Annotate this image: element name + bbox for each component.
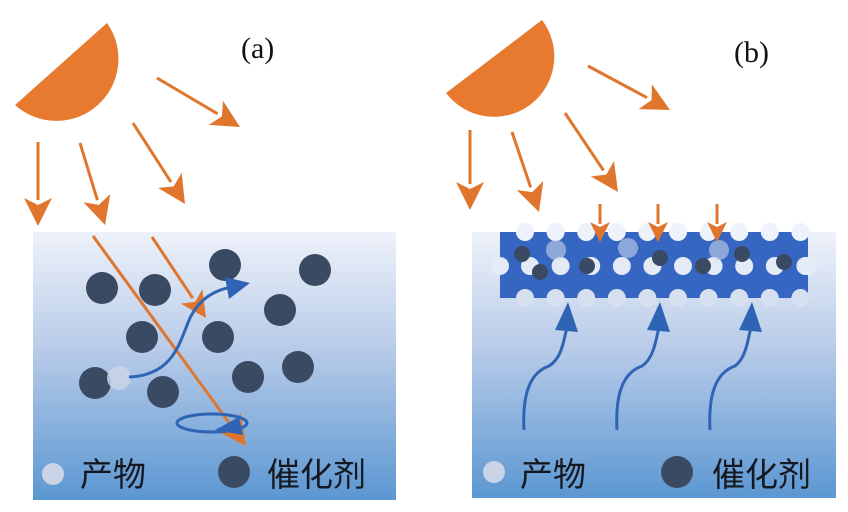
catalyst-particle: [209, 249, 241, 281]
light-ray-arrowhead: [24, 198, 52, 226]
legend-b: 产物 催化剂: [483, 455, 811, 494]
membrane-notch: [491, 257, 509, 275]
legend-product-label: 产物: [80, 455, 146, 494]
membrane-notch: [577, 289, 596, 307]
light-ray-arrowhead: [456, 182, 484, 210]
flow-arrow-head: [555, 302, 578, 332]
membrane-catalyst: [532, 264, 548, 280]
legend-catalyst-swatch: [218, 456, 250, 488]
membrane-notch: [577, 223, 596, 241]
flow-arrows-b: [522, 302, 762, 431]
catalyst-particle: [126, 321, 158, 353]
catalyst-particle: [139, 274, 171, 306]
rotation-arrow: [175, 412, 249, 434]
catalyst-particle: [202, 321, 234, 353]
membrane-pore: [612, 257, 631, 275]
legend-catalyst-label: 催化剂: [267, 455, 366, 494]
membrane-product: [709, 240, 729, 260]
panel-label-b: (b): [734, 36, 769, 69]
light-ray-line: [91, 235, 231, 425]
flow-arrow: [615, 321, 662, 431]
light-ray-line: [78, 142, 99, 201]
membrane-catalyst: [695, 258, 711, 274]
panel-b: (b) 产物 催化剂: [446, 20, 836, 498]
legend-catalyst-label: 催化剂: [712, 455, 811, 494]
membrane-notch: [760, 289, 779, 307]
flow-arrow-head: [647, 302, 670, 332]
membrane-catalyst: [652, 250, 668, 266]
membrane-notch: [669, 223, 687, 241]
flow-arrow-head: [739, 302, 762, 332]
catalyst-particle: [299, 254, 331, 286]
membrane-catalyst: [514, 246, 530, 262]
legend-product-swatch: [483, 461, 505, 483]
light-ray-line: [156, 76, 219, 116]
rotation-arrow-head: [215, 417, 243, 435]
flow-arrow: [522, 321, 570, 431]
light-rays-b: [456, 64, 727, 242]
membrane-notch: [760, 223, 779, 241]
light-ray-line: [510, 131, 533, 188]
diffusion-arrow: [128, 285, 233, 379]
light-ray-arrowhead: [83, 194, 111, 225]
light-ray-arrowhead: [180, 289, 206, 318]
membrane-notch: [669, 289, 687, 307]
light-ray-arrowhead: [208, 100, 240, 127]
legend-product-swatch: [42, 463, 64, 485]
membrane-catalyst: [734, 246, 750, 262]
catalyst-particle: [232, 361, 264, 393]
panel-a: (a) 产物 催化剂: [15, 23, 396, 500]
membrane-notch: [516, 223, 534, 241]
light-ray-arrowhead: [516, 180, 544, 212]
membrane-catalyst: [776, 254, 792, 270]
light-ray-arrowhead: [158, 172, 185, 204]
light-ray-line: [563, 112, 605, 172]
light-ray-line: [587, 64, 648, 100]
membrane-notch: [730, 289, 749, 307]
light-ray-arrowhead: [590, 222, 610, 242]
membrane-notch: [791, 223, 810, 241]
membrane-notch: [799, 257, 817, 275]
membrane-notch: [546, 289, 565, 307]
membrane-notch: [607, 289, 626, 307]
catalyst-particle: [264, 294, 296, 326]
membrane-product: [546, 240, 566, 260]
legend-a: 产物 催化剂: [42, 455, 366, 494]
membrane-pore: [674, 257, 692, 275]
product-particle: [107, 366, 131, 390]
catalyst-particle: [147, 376, 179, 408]
sun-icon: [15, 23, 119, 121]
panel-label-a: (a): [241, 32, 274, 65]
porous-membrane: [491, 223, 817, 307]
sun-icon: [446, 20, 555, 117]
catalyst-particle: [282, 351, 314, 383]
membrane-notch: [607, 223, 626, 241]
legend-product-label: 产物: [520, 455, 586, 494]
light-ray-arrowhead: [590, 160, 618, 192]
membrane-notch: [791, 289, 810, 307]
membrane-notch: [546, 223, 565, 241]
membrane-notch: [699, 289, 718, 307]
light-ray-arrowhead: [707, 222, 727, 242]
membrane-product: [618, 238, 638, 258]
membrane-notch: [638, 289, 657, 307]
membrane-notch: [516, 289, 534, 307]
light-ray-line: [150, 236, 194, 299]
diffusion-arrow-head: [225, 277, 250, 299]
flow-arrow: [708, 321, 754, 431]
light-ray-line: [131, 122, 173, 183]
membrane-catalyst: [579, 258, 595, 274]
membrane-pore: [551, 257, 570, 275]
catalyst-particle: [79, 367, 111, 399]
membrane-notch: [730, 223, 749, 241]
light-ray-arrowhead: [638, 84, 670, 110]
legend-catalyst-swatch: [661, 456, 693, 488]
catalyst-particles-a: [79, 249, 331, 408]
light-ray-arrowhead: [648, 222, 668, 242]
catalyst-particle: [86, 272, 118, 304]
